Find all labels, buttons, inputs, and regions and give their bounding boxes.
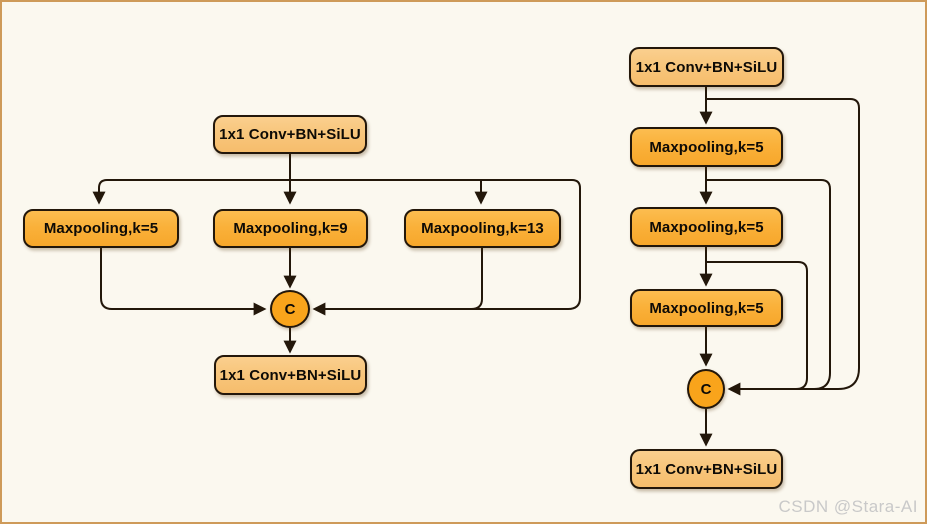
csdn-watermark: CSDN @Stara-AI bbox=[778, 497, 918, 516]
sppf-concat-node: C bbox=[687, 369, 725, 409]
spp-concat-node: C bbox=[270, 290, 310, 328]
spp-conv-bottom-node: 1x1 Conv+BN+SiLU bbox=[214, 355, 367, 395]
sppf-skip2-to-concat bbox=[706, 179, 831, 390]
spp-pool1-to-concat bbox=[100, 248, 267, 316]
sppf-maxpool-1-node: Maxpooling,k=5 bbox=[630, 127, 783, 167]
spp-pool3-to-concat bbox=[322, 248, 483, 310]
spp-conv-top-node: 1x1 Conv+BN+SiLU bbox=[213, 115, 367, 154]
spp-maxpool-k5-node: Maxpooling,k=5 bbox=[23, 209, 179, 248]
spp-split-left-to-pool1 bbox=[92, 179, 290, 205]
sppf-maxpool-3-node: Maxpooling,k=5 bbox=[630, 289, 783, 327]
spp-maxpool-k9-node: Maxpooling,k=9 bbox=[213, 209, 368, 248]
spp-split-right-skip-to-concat bbox=[290, 179, 581, 316]
spp-maxpool-k13-node: Maxpooling,k=13 bbox=[404, 209, 561, 248]
sppf-skip1-to-concat bbox=[706, 98, 860, 396]
sppf-conv-top-node: 1x1 Conv+BN+SiLU bbox=[629, 47, 784, 87]
sppf-maxpool-2-node: Maxpooling,k=5 bbox=[630, 207, 783, 247]
sppf-conv-bottom-node: 1x1 Conv+BN+SiLU bbox=[630, 449, 783, 489]
sppf-skip3-to-concat bbox=[706, 261, 808, 390]
